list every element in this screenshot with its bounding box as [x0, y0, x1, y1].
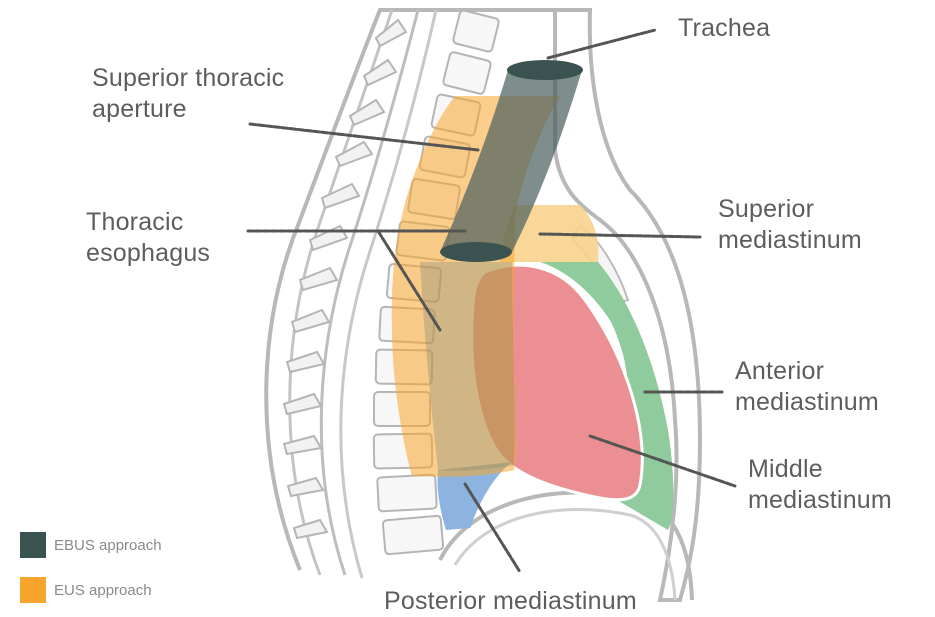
anterior-mediastinum-label-line1: Anterior: [735, 356, 879, 387]
middle-mediastinum-label-line2: mediastinum: [748, 485, 892, 516]
middle-mediastinum-label-line1: Middle: [748, 454, 892, 485]
legend-item-eus: EUS approach: [20, 577, 152, 603]
ebus-swatch: [20, 532, 46, 558]
legend-item-ebus: EBUS approach: [20, 532, 162, 558]
anterior-mediastinum-label-line2: mediastinum: [735, 387, 879, 418]
ebus-bottom-opening: [440, 242, 512, 262]
anterior-mediastinum-label: Anterior mediastinum: [735, 356, 879, 418]
eus-swatch: [20, 577, 46, 603]
leader-trachea: [548, 30, 655, 58]
posterior-mediastinum-label: Posterior mediastinum: [384, 586, 637, 617]
legend-label-ebus: EBUS approach: [54, 537, 162, 554]
superior-thoracic-aperture-label: Superior thoracic aperture: [92, 63, 284, 125]
ebus-top-opening: [507, 60, 583, 80]
legend-label-eus: EUS approach: [54, 582, 152, 599]
trachea-label: Trachea: [678, 13, 770, 44]
leader-posterior-mediastinum: [465, 484, 520, 572]
superior-thoracic-aperture-label-line1: Superior thoracic: [92, 63, 284, 94]
thoracic-esophagus-label-line1: Thoracic: [86, 207, 210, 238]
thoracic-esophagus-label: Thoracic esophagus: [86, 207, 210, 269]
superior-thoracic-aperture-label-line2: aperture: [92, 94, 284, 125]
middle-mediastinum-label: Middle mediastinum: [748, 454, 892, 516]
superior-mediastinum-label: Superior mediastinum: [718, 194, 862, 256]
superior-mediastinum-label-line2: mediastinum: [718, 225, 862, 256]
superior-mediastinum-label-line1: Superior: [718, 194, 862, 225]
thoracic-esophagus-label-line2: esophagus: [86, 238, 210, 269]
